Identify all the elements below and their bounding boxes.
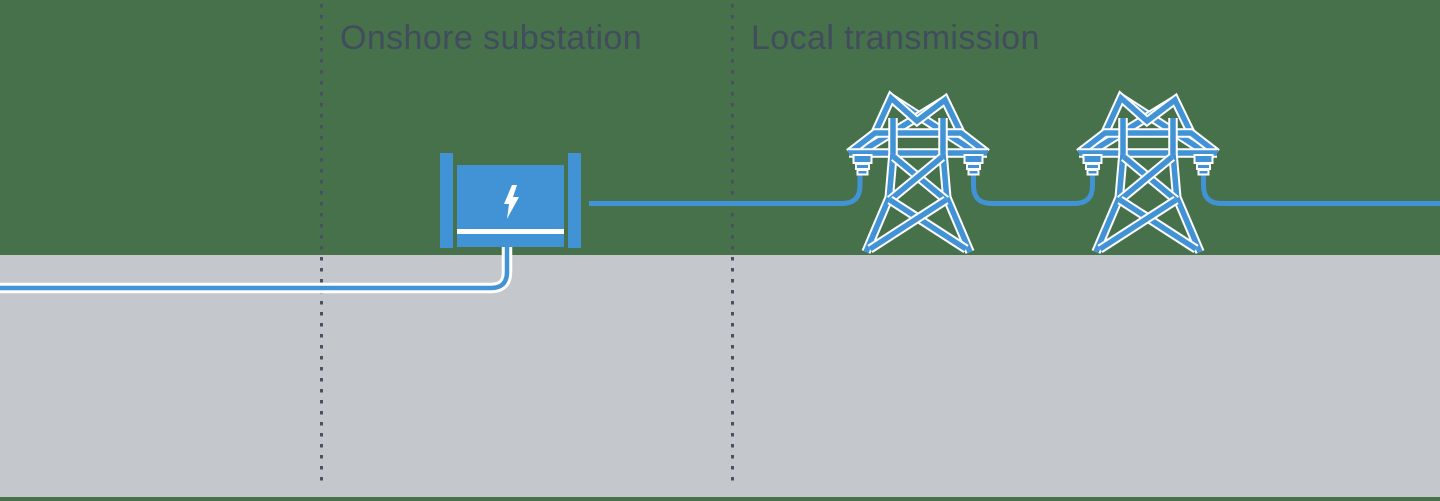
overhead-line-substation-to-tower1 [589,168,863,206]
transmission-tower-icon-1 [849,98,987,252]
ground-surface-band [0,0,1440,255]
underground-band [0,255,1440,497]
substation-transformer-icon [440,153,581,248]
lightning-bolt-icon [504,185,519,219]
substation-base-line [457,229,564,234]
overhead-line-tower1-to-tower2 [971,168,1095,206]
section-label-local-transmission: Local transmission [751,19,1040,57]
substation-pillar-right [568,153,581,248]
section-divider-local-transmission [731,4,734,483]
overhead-line-tower2-to-grid [1201,168,1440,206]
export-cable [0,244,513,294]
substation-pillar-left [440,153,453,248]
section-divider-onshore-substation [320,4,323,483]
bottom-green-strip [0,497,1440,501]
section-label-onshore-substation: Onshore substation [340,19,643,57]
transmission-tower-icon-2 [1079,98,1217,252]
